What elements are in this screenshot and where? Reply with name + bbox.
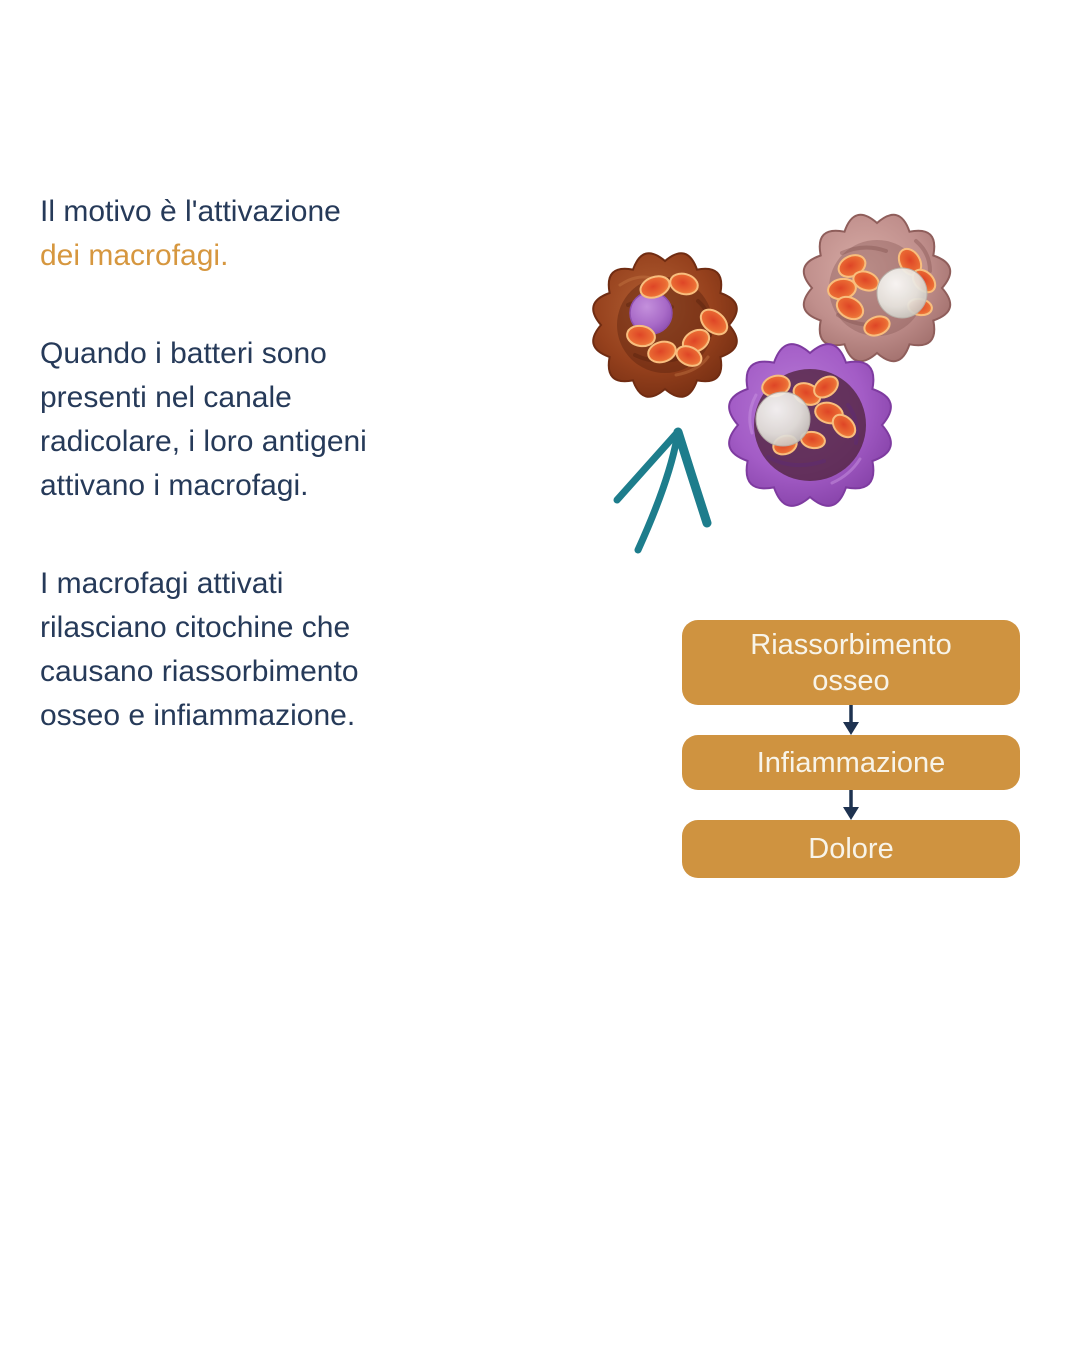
flow-box-dolore: Dolore (682, 820, 1020, 878)
flow-box-3-label: Dolore (808, 833, 894, 865)
heading-line-1: Il motivo è l'attivazione (40, 195, 341, 228)
paragraph-1: Quando i batteri sono presenti nel canal… (40, 332, 500, 508)
macrophage-cell-purple-icon (728, 343, 892, 507)
flow-box-1-line-1: Riassorbimento (750, 628, 952, 661)
paragraph-2-line-3: causano riassorbimento (40, 655, 359, 688)
paragraph-1-line-4: attivano i macrofagi. (40, 469, 309, 502)
paragraph-2-line-2: rilasciano citochine che (40, 611, 351, 644)
paragraph-2-line-1: I macrofagi attivati (40, 567, 284, 600)
text-column: Il motivo è l'attivazione dei macrofagi.… (40, 190, 500, 738)
paragraph-1-line-1: Quando i batteri sono (40, 337, 327, 370)
macrophage-cell-brown-icon (592, 252, 738, 398)
flow-box-riassorbimento-osseo: Riassorbimento osseo (682, 620, 1020, 705)
down-arrow-icon (843, 705, 859, 735)
paragraph-1-line-2: presenti nel canale (40, 381, 292, 414)
flow-box-infiammazione: Infiammazione (682, 735, 1020, 790)
flow-box-2-label: Infiammazione (756, 746, 946, 779)
paragraph-2: I macrofagi attivati rilasciano citochin… (40, 562, 500, 738)
flowchart: Riassorbimento osseo Infiammazione Dolor… (682, 620, 1020, 878)
paragraph-2-line-4: osseo e infiammazione. (40, 699, 356, 732)
flow-box-1-line-2: osseo (812, 664, 890, 697)
heading-line-2: dei macrofagi. (40, 239, 229, 272)
paragraph-1-line-3: radicolare, i loro antigeni (40, 425, 367, 458)
heading-block: Il motivo è l'attivazione dei macrofagi. (40, 190, 500, 278)
macrophage-cell-pink-icon (802, 213, 952, 363)
hand-drawn-arrow-icon (613, 427, 712, 554)
macrophages-illustration (592, 213, 952, 554)
down-arrow-icon (843, 790, 859, 820)
